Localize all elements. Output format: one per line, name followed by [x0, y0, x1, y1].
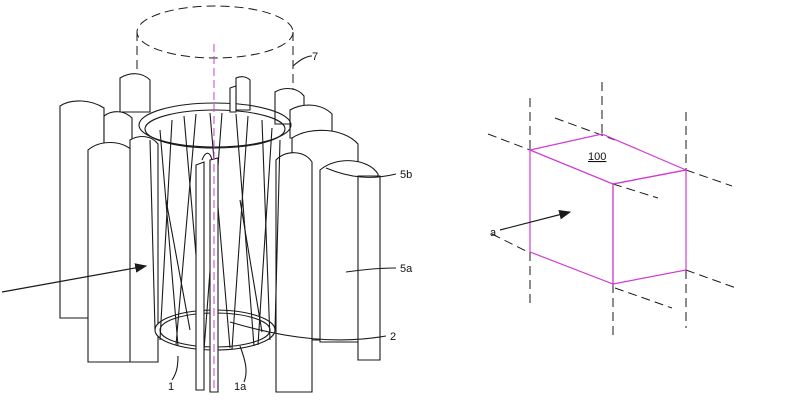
label-5a: 5a — [400, 263, 413, 275]
right-figure: 100 a — [487, 82, 737, 338]
label-1a: 1a — [234, 381, 247, 393]
cage — [138, 44, 292, 393]
back-wall-panels — [119, 73, 305, 125]
label-100: 100 — [588, 151, 606, 163]
label-2: 2 — [390, 331, 396, 343]
label-1: 1 — [168, 381, 174, 393]
flow-arrow-left — [1, 263, 148, 293]
left-figure: 7 5b 5a 2 1 1a — [1, 5, 413, 393]
right-wall-panels — [275, 104, 381, 393]
dashed-cylinder — [136, 5, 294, 110]
box-100 — [528, 133, 689, 285]
label-7: 7 — [312, 51, 318, 63]
label-a: a — [490, 227, 497, 239]
guide-lines — [487, 82, 737, 338]
left-wall-panels — [59, 100, 159, 363]
label-5b: 5b — [400, 169, 412, 181]
flow-arrow-a — [499, 210, 572, 231]
leader-lines-left — [171, 55, 397, 383]
